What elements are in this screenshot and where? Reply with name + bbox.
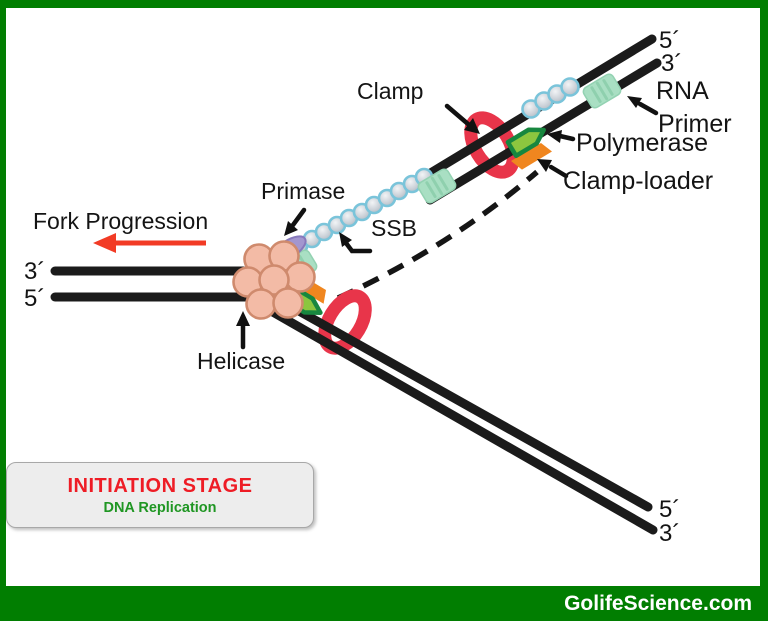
bottomright-5prime-label: 5´ <box>659 496 680 523</box>
footer-bar: GolifeScience.com <box>0 586 768 621</box>
rna-label: RNA <box>656 77 709 105</box>
helicase-pointer-arrow <box>236 311 250 350</box>
topright-5prime-label: 5´ <box>659 27 680 54</box>
clamp-loader-upper <box>511 142 552 170</box>
left-5prime-label: 5´ <box>24 285 45 312</box>
lagging-strand-bottom <box>247 295 658 535</box>
left-3prime-label: 3´ <box>24 258 45 285</box>
ssb-bead-chain <box>289 167 434 256</box>
clamp-pointer-arrow <box>444 103 480 134</box>
rna-primer-pointer-arrow <box>627 96 659 116</box>
stage-title: INITIATION STAGE <box>67 474 253 497</box>
polymerase-label: Polymerase <box>576 129 708 157</box>
fork-progression-label: Fork Progression <box>33 208 208 234</box>
clamp-loader-pointer-arrow <box>537 159 569 179</box>
clamp-ring-upper <box>464 111 520 179</box>
fork-progression-arrow <box>93 233 206 253</box>
lagging-strand-dashed-loop <box>336 169 539 301</box>
ssb-bead-chain-short <box>521 77 580 119</box>
primase-label: Primase <box>261 178 345 204</box>
clamp-loader-label: Clamp-loader <box>563 167 713 195</box>
rna-primer-block-middle <box>417 168 457 204</box>
stage-subtitle: DNA Replication <box>103 499 217 516</box>
polymerase-pointer-arrow <box>547 130 576 143</box>
rna-primer-block-top <box>582 73 622 109</box>
stage-caption-box: INITIATION STAGE DNA Replication <box>6 462 314 528</box>
topright-3prime-label: 3´ <box>661 50 682 77</box>
helicase-label: Helicase <box>197 348 285 374</box>
lagging-strand-top <box>253 283 653 512</box>
primase-pointer-arrow <box>284 207 307 236</box>
footer-site-text: GolifeScience.com <box>564 591 752 615</box>
ssb-label: SSB <box>371 215 417 241</box>
helicase-shape <box>232 240 316 320</box>
clamp-label: Clamp <box>357 78 423 104</box>
ssb-pointer-arrow <box>339 232 373 254</box>
primer-label: Primer <box>658 110 732 138</box>
bottomright-3prime-label: 3´ <box>659 520 680 547</box>
polymerase-upper <box>505 127 546 159</box>
